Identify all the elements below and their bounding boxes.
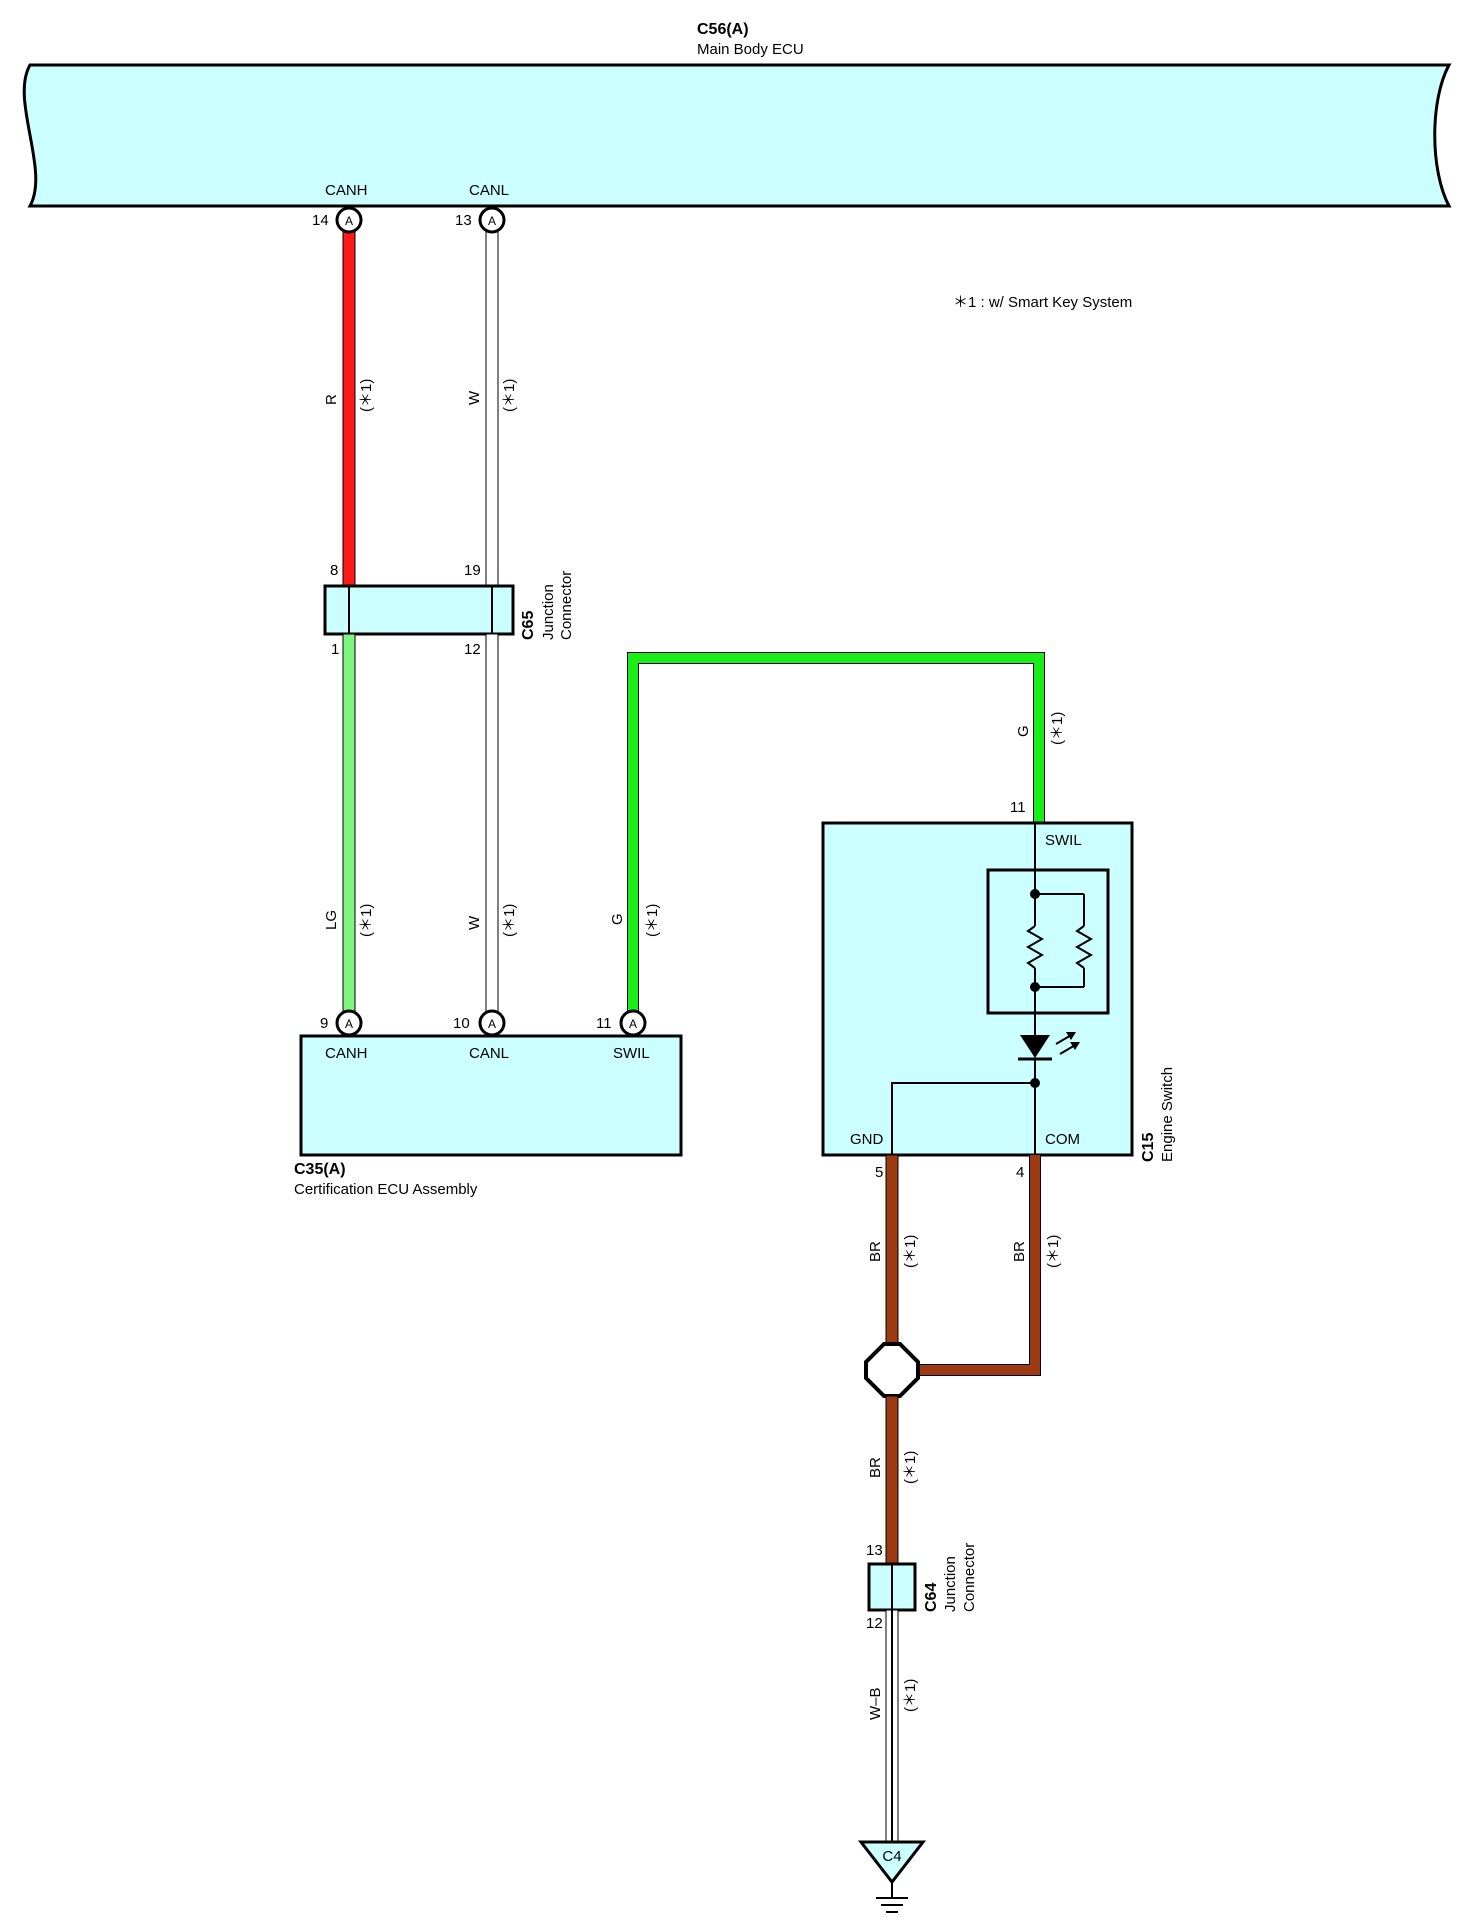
pin-c35-11: A 11 [596,1009,647,1037]
ground-c4: C4 [857,1840,927,1913]
junction-c65-name-line1: Junction [540,584,557,640]
wire-canl-lower-color: W [466,915,483,930]
main-body-ecu-name: Main Body ECU [697,41,804,58]
connector-mark: A [629,1017,637,1031]
wire-swil-left-color: G [609,913,626,925]
wire-canl-upper-color: W [466,390,483,405]
junction-c65-pin-8: 8 [330,562,338,579]
junction-c65-pin-19: 19 [464,562,481,579]
wire-com-color: BR [1011,1241,1028,1262]
junction-c65-pin-12: 12 [464,641,481,658]
main-body-ecu-box [22,63,1452,208]
certification-ecu-name: Certification ECU Assembly [294,1181,478,1198]
main-body-ecu-pin-canh: CANH [325,182,368,199]
footnote-smart-key: ＊1 : w/ Smart Key System [953,294,1132,311]
pin-c35-9: A 9 [320,1009,363,1037]
pin-number: 11 [596,1015,612,1032]
junction-c64-code: C64 [923,1583,940,1612]
pin-c35-10: A 10 [453,1009,506,1037]
junction-c64-pin-13: 13 [866,1542,883,1559]
connector-mark: A [488,1017,496,1031]
wire-canh-upper-line [342,230,356,587]
engine-switch-pin-5: 5 [875,1164,883,1181]
wire-gnd-line [885,1154,899,1348]
resistor-icon [1025,925,1045,969]
main-body-ecu-pin-canl: CANL [469,182,509,199]
pin-number: 9 [320,1015,328,1032]
wire-gnd: BR (＊1) [867,1154,919,1348]
wire-splice-color: BR [867,1457,884,1478]
ground-point-icon [857,1840,927,1885]
wire-swil-right-note: (＊1) [1049,712,1066,745]
wire-to-ground-note: (＊1) [902,1679,919,1712]
pin-number: 13 [455,212,472,229]
pin-c56-13: A 13 [455,206,506,234]
wire-splice-to-c64: BR (＊1) [867,1395,919,1565]
connector-mark: A [488,214,496,228]
ground-c4-code: C4 [882,1848,901,1865]
main-body-ecu: C56(A) Main Body ECU CANH CANL [22,21,1452,208]
wire-swil: G (＊1) G (＊1) [609,652,1066,1012]
junction-c65-box [323,584,515,636]
certification-ecu-pin-swil: SWIL [613,1045,650,1062]
junction-c65: 8 19 1 12 C65 Junction Connector [323,562,575,658]
engine-switch-internal-circuit [891,823,1110,1155]
wire-splice-note: (＊1) [902,1451,919,1484]
connector-mark: A [345,214,353,228]
engine-switch-pin-11: 11 [1010,799,1026,816]
wire-canh-lower-note: (＊1) [358,904,375,937]
led-icon [1018,1032,1080,1061]
engine-switch-code: C15 [1140,1133,1157,1162]
junction-c64-name-line2: Connector [961,1543,978,1612]
wire-com-note: (＊1) [1045,1235,1062,1268]
wire-swil-right-color: G [1015,725,1032,737]
engine-switch-pin-gnd: GND [850,1131,884,1148]
wire-canl-upper: W (＊1) [466,230,518,587]
main-body-ecu-code: C56(A) [697,21,749,38]
junction-c65-name-line2: Connector [558,571,575,640]
wire-canl-lower-line [485,633,499,1013]
certification-ecu-pin-canh: CANH [325,1045,368,1062]
wire-canl-upper-line [485,230,499,587]
certification-ecu-code: C35(A) [294,1161,346,1178]
splice-point [864,1342,920,1398]
pin-c56-14: A 14 [312,206,363,234]
engine-switch-pin-4: 4 [1016,1164,1024,1181]
junction-c64-name-line1: Junction [942,1556,959,1612]
wire-canh-upper: R (＊1) [323,230,375,587]
wire-canh-upper-note: (＊1) [358,379,375,412]
certification-ecu: CANH CANL SWIL C35(A) Certification ECU … [294,1034,683,1198]
wire-canl-lower-note: (＊1) [501,904,518,937]
wire-canl-upper-note: (＊1) [501,379,518,412]
ground-icon [876,1882,908,1913]
wire-gnd-color: BR [867,1241,884,1262]
wire-com: BR (＊1) [918,1155,1062,1376]
engine-switch-pin-swil: SWIL [1045,832,1082,849]
certification-ecu-pin-canl: CANL [469,1045,509,1062]
wire-to-ground: W–B (＊1) [867,1609,919,1843]
junction-c64: 13 12 C64 Junction Connector [866,1542,978,1632]
engine-switch: 11 SWIL GND COM 5 4 C15 Engine Switch [821,799,1176,1181]
pin-number: 14 [312,212,329,229]
wire-canh-lower-line [342,633,356,1013]
wire-gnd-note: (＊1) [902,1235,919,1268]
wire-splice-to-c64-line [885,1395,899,1565]
resistor-icon [1074,925,1094,969]
wire-canh-upper-color: R [323,394,340,405]
engine-switch-box [821,821,1134,1157]
pin-number: 10 [453,1015,470,1032]
certification-ecu-box [299,1034,683,1157]
wire-canl-lower: W (＊1) [466,633,518,1013]
wire-to-ground-color: W–B [867,1687,884,1720]
junction-c65-pin-1: 1 [331,641,339,658]
wire-canh-lower: LG (＊1) [323,633,375,1013]
connector-mark: A [345,1017,353,1031]
engine-switch-pin-com: COM [1045,1131,1080,1148]
junction-c64-pin-12: 12 [866,1615,883,1632]
engine-switch-name: Engine Switch [1159,1067,1176,1162]
junction-c65-code: C65 [520,611,537,640]
wire-canh-lower-color: LG [323,910,340,930]
wire-swil-left-note: (＊1) [644,904,661,937]
